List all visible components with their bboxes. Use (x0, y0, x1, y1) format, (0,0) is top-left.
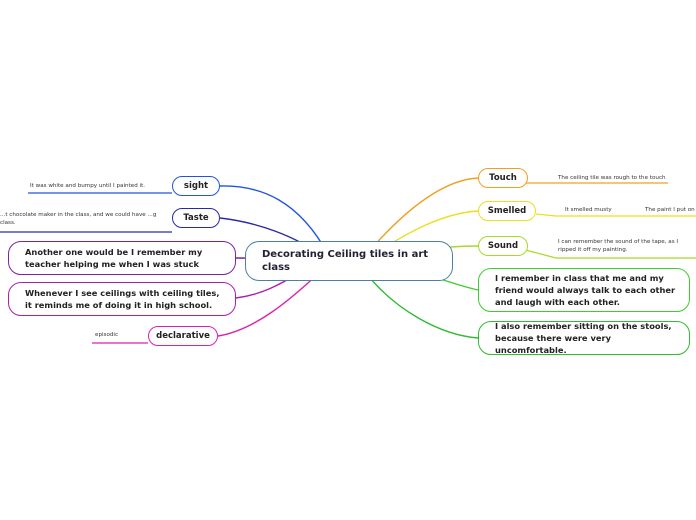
branch-smelled-label: Smelled (487, 206, 527, 216)
note-smelled-2: The paint I put on s... (645, 207, 696, 213)
connector-declarative (217, 271, 321, 337)
connector-sight (219, 185, 331, 259)
branch-friend-memory-label: I remember in class that me and my frien… (495, 273, 676, 307)
branch-declarative[interactable]: declarative (148, 326, 218, 346)
note-declarative: episodic (95, 332, 119, 338)
note-taste: ...t chocolate maker in the class, and w… (0, 212, 157, 226)
branch-declarative-label: declarative (156, 331, 210, 341)
note-touch: The ceiling tile was rough to the touch (558, 175, 666, 181)
branch-touch-label: Touch (489, 173, 517, 183)
branch-stools-memory-label: I also remember sitting on the stools, b… (495, 321, 672, 355)
branch-sound-label: Sound (487, 241, 519, 251)
branch-stools-memory[interactable]: I also remember sitting on the stools, b… (478, 321, 690, 355)
branch-sight-label: sight (183, 181, 209, 191)
branch-ceiling-memory-label: Whenever I see ceilings with ceiling til… (25, 288, 220, 310)
branch-taste[interactable]: Taste (172, 208, 220, 228)
branch-smelled[interactable]: Smelled (478, 201, 536, 221)
branch-teacher-helping-label: Another one would be I remember my teach… (25, 247, 203, 269)
note-line-sound (517, 247, 696, 259)
branch-sight[interactable]: sight (172, 176, 220, 196)
note-line-smelled (535, 213, 696, 217)
branch-friend-memory[interactable]: I remember in class that me and my frien… (478, 268, 690, 312)
note-sight: It was white and bumpy until I painted i… (30, 183, 146, 189)
central-topic-text: Decorating Ceiling tiles in art class (262, 249, 429, 273)
branch-touch[interactable]: Touch (478, 168, 528, 188)
central-topic[interactable]: Decorating Ceiling tiles in art class (245, 241, 453, 281)
branch-ceiling-memory[interactable]: Whenever I see ceilings with ceiling til… (8, 282, 236, 316)
note-sound: I can remember the sound of the tape, as… (558, 239, 679, 253)
branch-sound[interactable]: Sound (478, 236, 528, 256)
note-smelled: It smelled musty (565, 207, 612, 213)
connector-stools (364, 271, 479, 339)
branch-taste-label: Taste (183, 213, 209, 223)
branch-teacher-helping[interactable]: Another one would be I remember my teach… (8, 241, 236, 275)
